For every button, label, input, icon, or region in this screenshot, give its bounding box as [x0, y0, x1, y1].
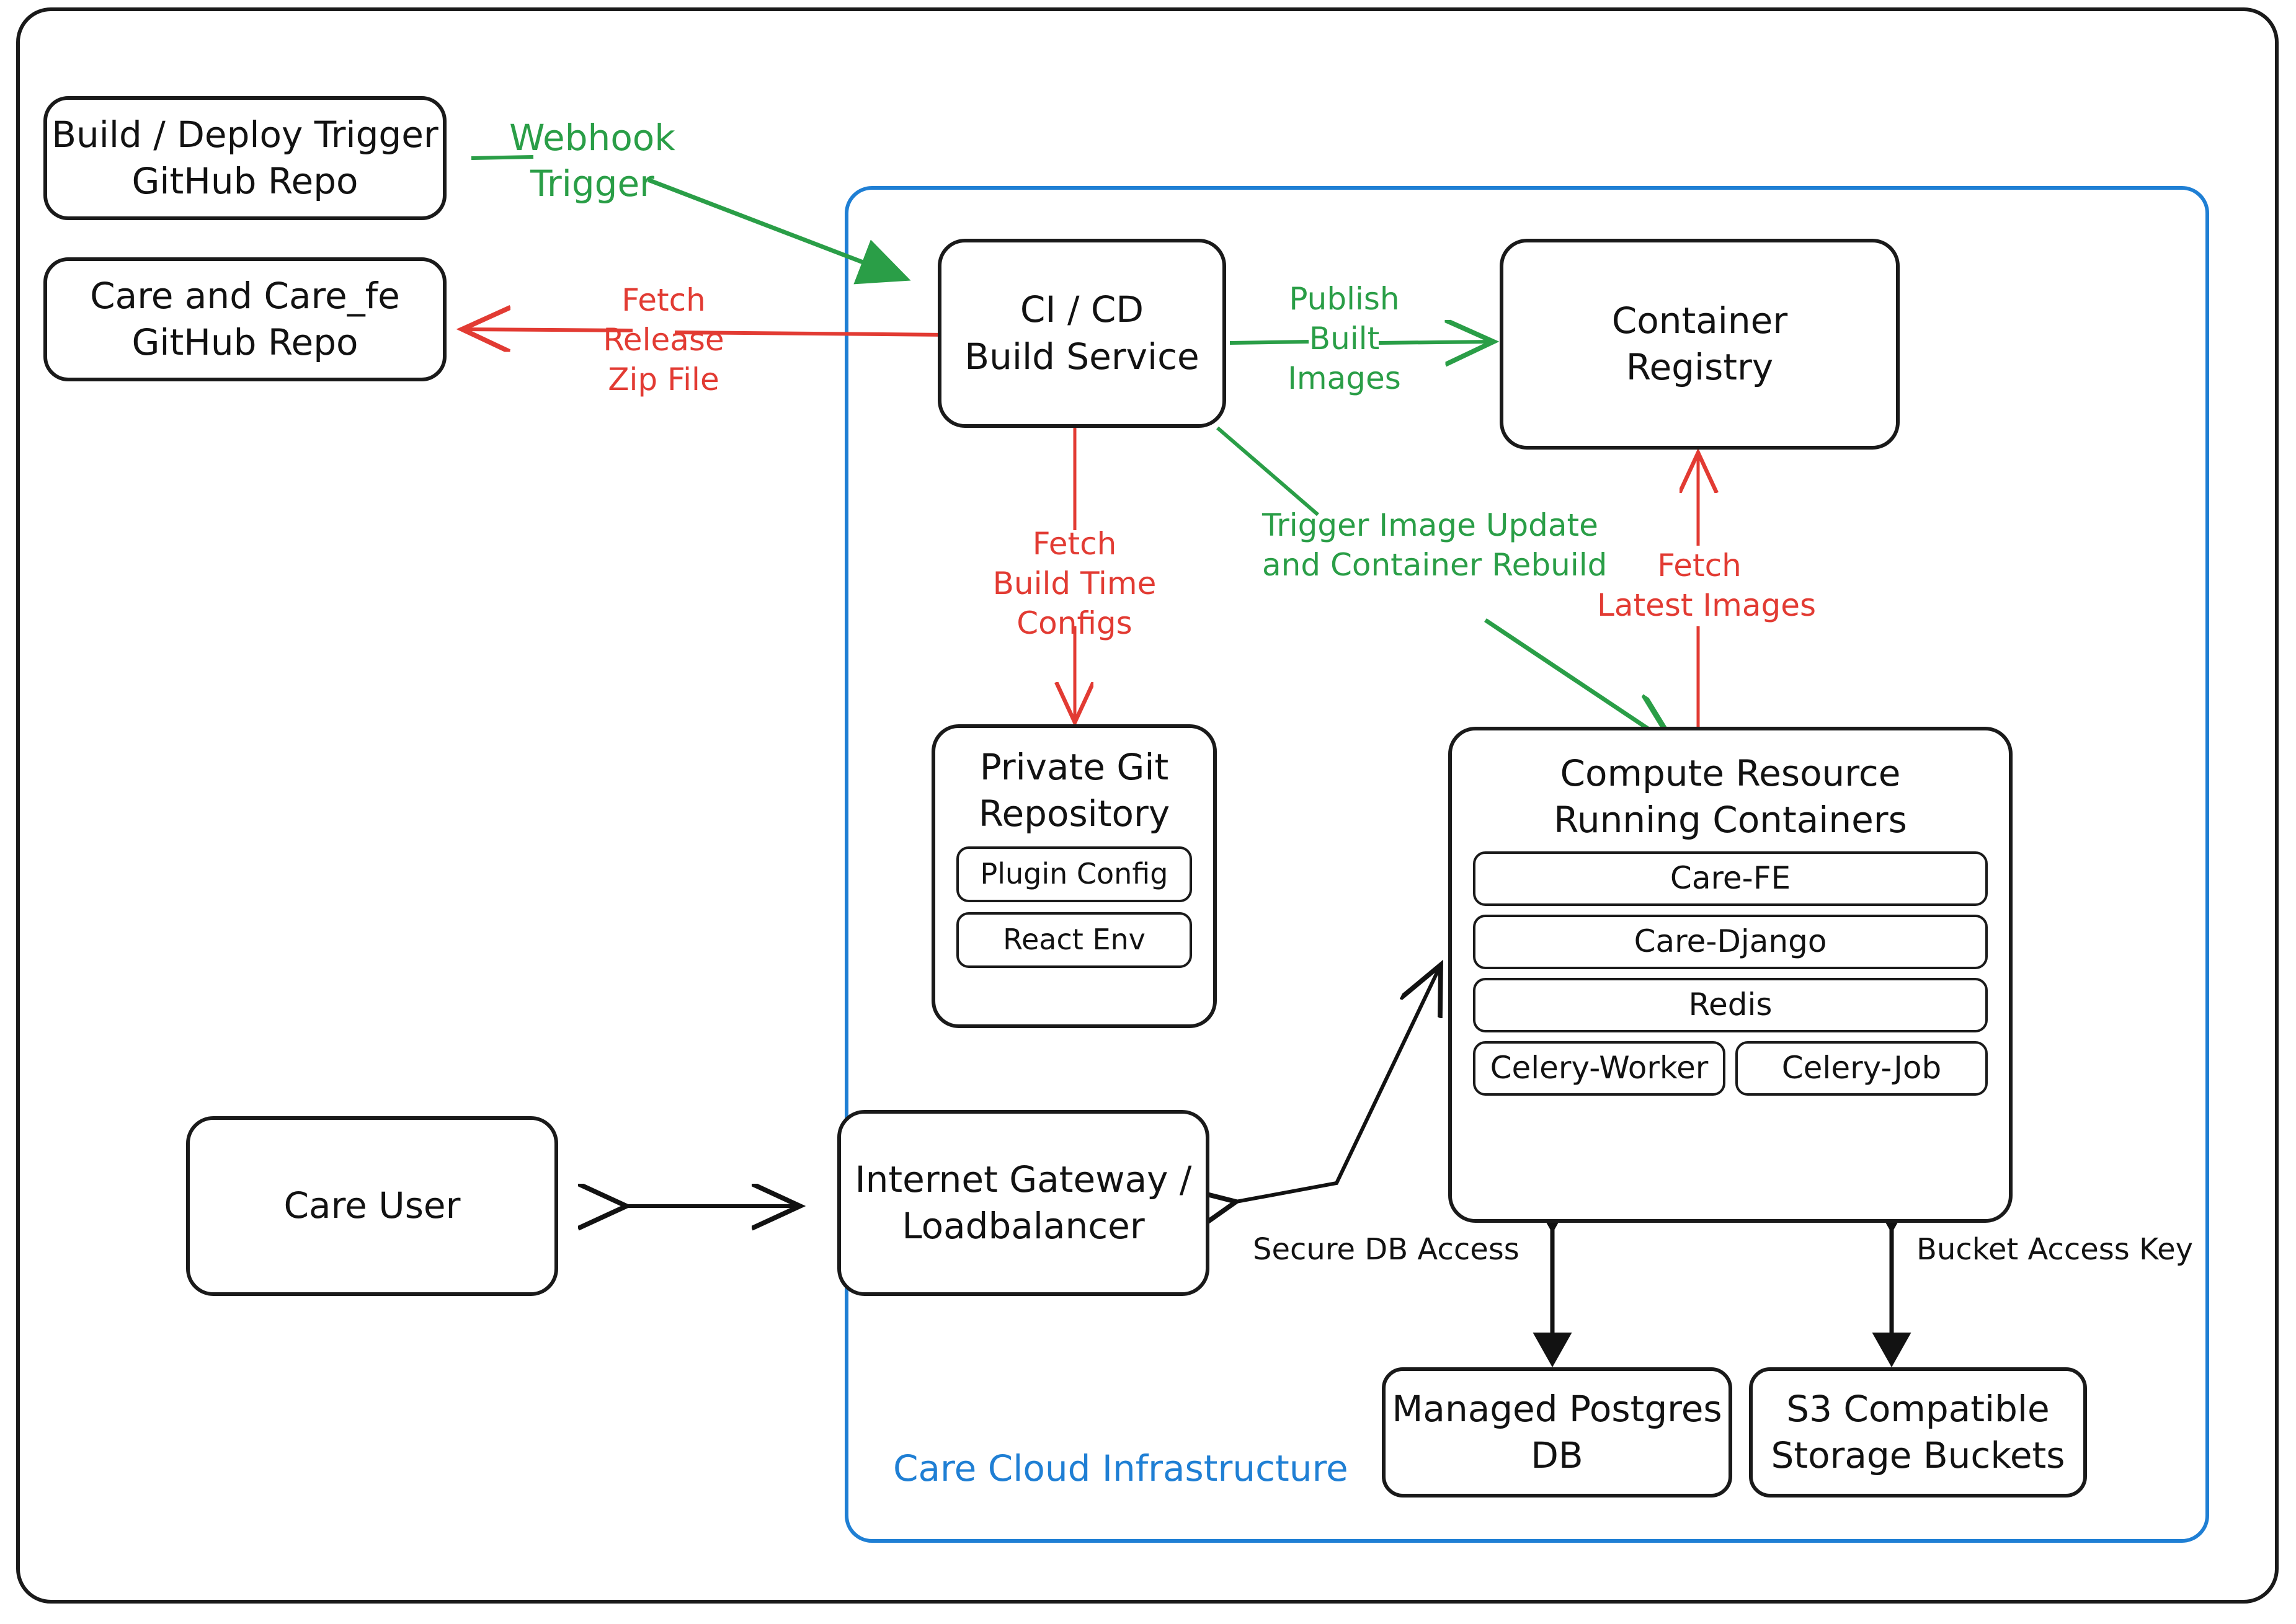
edge-label-bucket-access-key: Bucket Access Key	[1916, 1232, 2194, 1267]
node-label-line2: GitHub Repo	[131, 160, 358, 202]
node-ci-cd-build-service[interactable]: CI / CD Build Service	[938, 239, 1226, 428]
node-label-line1: CI / CD	[1020, 288, 1144, 331]
node-label-line2: Build Service	[964, 335, 1199, 378]
node-label-line1: Container	[1611, 299, 1788, 342]
node-label-line1: S3 Compatible	[1786, 1387, 2050, 1430]
edge-label-publish-built-images: Publish Built Images	[1288, 281, 1401, 396]
node-build-deploy-trigger-github-repo[interactable]: Build / Deploy Trigger GitHub Repo	[43, 96, 447, 220]
node-private-git-repository[interactable]: Private Git Repository Plugin Config Rea…	[932, 724, 1217, 1028]
node-care-and-care-fe-github-repo[interactable]: Care and Care_fe GitHub Repo	[43, 257, 447, 381]
child-care-fe[interactable]: Care-FE	[1473, 851, 1988, 906]
child-react-env[interactable]: React Env	[956, 912, 1192, 968]
node-internet-gateway-loadbalancer[interactable]: Internet Gateway / Loadbalancer	[837, 1110, 1209, 1296]
child-celery-worker[interactable]: Celery-Worker	[1473, 1041, 1725, 1096]
child-care-django[interactable]: Care-Django	[1473, 914, 1988, 969]
private-git-child-list: Plugin Config React Env	[935, 846, 1213, 968]
edge-label-fetch-build-time-configs: Fetch Build Time Configs	[992, 526, 1157, 641]
outer-frame	[16, 7, 2279, 1604]
care-cloud-infrastructure-label: Care Cloud Infrastructure	[893, 1447, 1348, 1489]
node-label-line1: Managed Postgres	[1392, 1387, 1722, 1430]
node-label-line2: Repository	[978, 792, 1170, 835]
node-label-line2: GitHub Repo	[131, 321, 358, 363]
node-managed-postgres-db[interactable]: Managed Postgres DB	[1382, 1367, 1732, 1498]
child-plugin-config[interactable]: Plugin Config	[956, 846, 1192, 902]
node-label-line2: Loadbalancer	[902, 1205, 1145, 1247]
child-redis[interactable]: Redis	[1473, 977, 1988, 1032]
node-label-line1: Internet Gateway /	[855, 1158, 1192, 1200]
edge-label-trigger-image-update: Trigger Image Update and Container Rebui…	[1262, 507, 1608, 583]
node-label-line2: Registry	[1626, 346, 1774, 388]
compute-child-list: Care-FE Care-Django Redis Celery-Worker …	[1452, 851, 2009, 1096]
edge-label-secure-db-access: Secure DB Access	[1253, 1232, 1520, 1267]
node-label-line1: Care User	[283, 1184, 461, 1227]
edge-label-fetch-release-zip: Fetch Release Zip File	[603, 282, 724, 397]
compute-child-row: Celery-Worker Celery-Job	[1473, 1041, 1988, 1096]
node-label-line1: Care and Care_fe	[90, 274, 400, 317]
node-compute-resource-running-containers[interactable]: Compute Resource Running Containers Care…	[1448, 727, 2013, 1223]
node-label-line2: Running Containers	[1554, 799, 1907, 841]
node-label-line2: DB	[1531, 1434, 1583, 1476]
node-label-line1: Private Git	[979, 746, 1169, 788]
edge-label-webhook-trigger: Webhook Trigger	[509, 117, 675, 205]
node-s3-compatible-storage-buckets[interactable]: S3 Compatible Storage Buckets	[1749, 1367, 2087, 1498]
node-label-line2: Storage Buckets	[1771, 1434, 2065, 1476]
node-care-user[interactable]: Care User	[186, 1116, 558, 1296]
care-cloud-infrastructure-boundary	[845, 186, 2209, 1543]
node-title: Private Git Repository	[935, 744, 1213, 838]
node-label-line1: Compute Resource	[1560, 752, 1901, 794]
node-container-registry[interactable]: Container Registry	[1500, 239, 1900, 450]
edge-label-fetch-latest-images: Fetch Latest Images	[1597, 548, 1817, 623]
child-celery-job[interactable]: Celery-Job	[1735, 1041, 1988, 1096]
node-label-line1: Build / Deploy Trigger	[51, 113, 438, 156]
node-title: Compute Resource Running Containers	[1452, 750, 2009, 844]
